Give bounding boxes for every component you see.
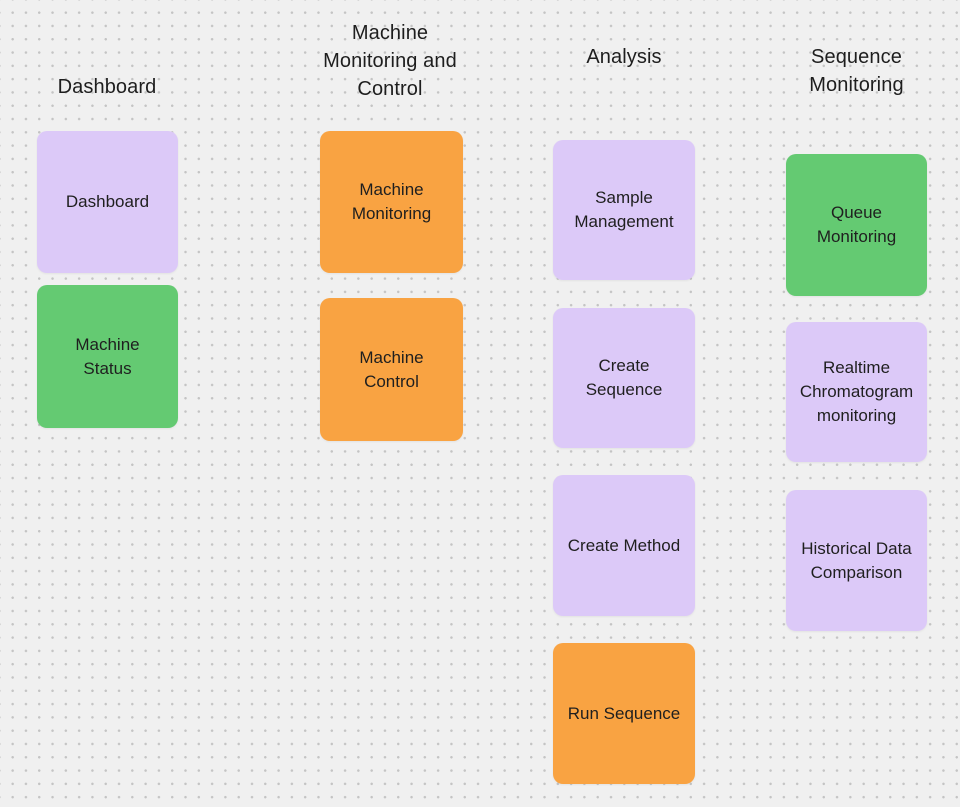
- sticky-note-dashboard[interactable]: Dashboard: [37, 131, 178, 273]
- sticky-note-historical-data-comparison[interactable]: Historical Data Comparison: [786, 490, 927, 631]
- sticky-note-machine-status[interactable]: Machine Status: [37, 285, 178, 428]
- column-header-dashboard[interactable]: Dashboard: [57, 76, 157, 98]
- column-header-analysis[interactable]: Analysis: [586, 46, 662, 68]
- sticky-note-machine-control[interactable]: Machine Control: [320, 298, 463, 441]
- sticky-note-sample-management[interactable]: Sample Management: [553, 140, 695, 280]
- column-header-sequence-monitoring[interactable]: Sequence Monitoring: [809, 46, 904, 96]
- sticky-note-realtime-chromatogram-monitoring[interactable]: Realtime Chromatogram monitoring: [786, 322, 927, 462]
- sticky-note-machine-monitoring[interactable]: Machine Monitoring: [320, 131, 463, 273]
- sticky-note-create-method[interactable]: Create Method: [553, 475, 695, 616]
- sticky-note-queue-monitoring[interactable]: Queue Monitoring: [786, 154, 927, 296]
- sticky-note-run-sequence[interactable]: Run Sequence: [553, 643, 695, 784]
- sticky-note-create-sequence[interactable]: Create Sequence: [553, 308, 695, 448]
- column-header-machine-monitoring-and-control[interactable]: Machine Monitoring and Control: [323, 22, 457, 100]
